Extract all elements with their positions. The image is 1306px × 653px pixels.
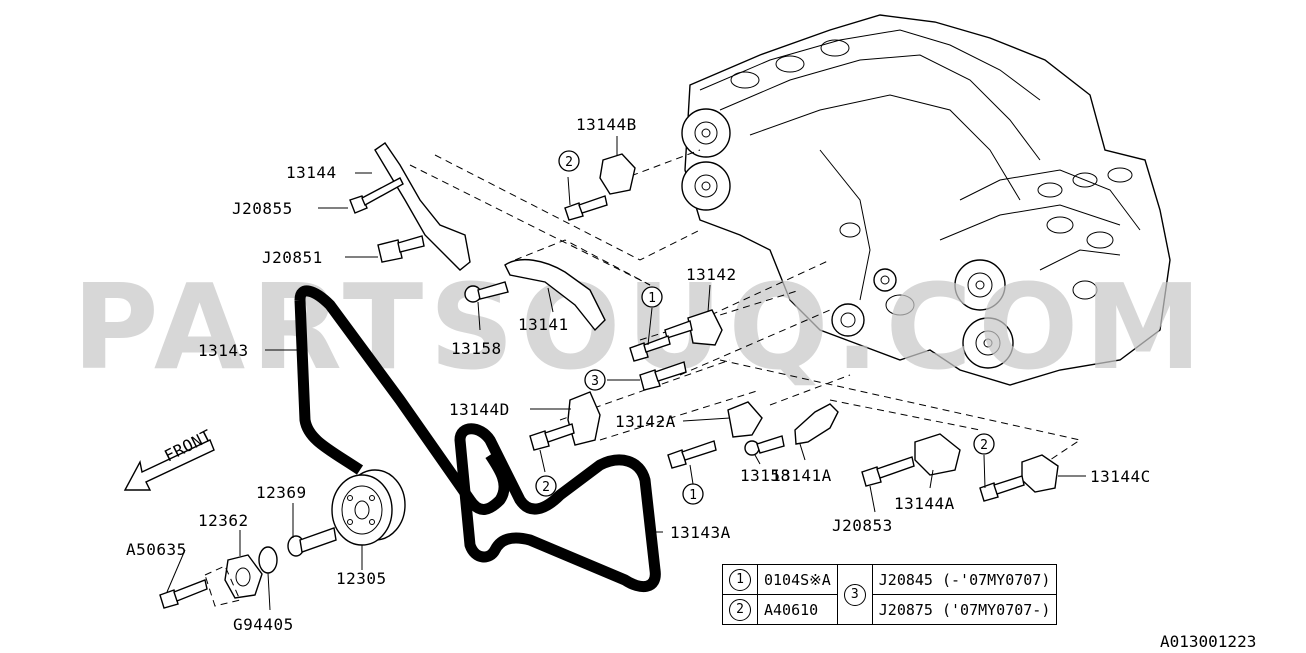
part-13144C — [1021, 454, 1059, 493]
label-13141A: 13141A — [771, 466, 832, 485]
label-13143: 13143 — [198, 341, 249, 360]
label-A50635: A50635 — [126, 540, 187, 559]
part-13142A — [727, 401, 763, 438]
svg-text:3: 3 — [591, 374, 599, 389]
watermark: PARTSOUQ.COM — [72, 258, 1208, 396]
reference-code: A013001223 — [1160, 632, 1257, 651]
bolt-callout-2b — [529, 423, 575, 451]
part-12305-crank-pulley — [331, 469, 406, 546]
svg-text:1: 1 — [689, 488, 697, 503]
bolt-callout-2c — [979, 475, 1025, 502]
label-13158-b: 13158 — [740, 466, 791, 485]
label-12305: 12305 — [336, 569, 387, 588]
legend-part-2: A40610 — [757, 594, 838, 625]
callout-2a: 2 — [558, 150, 580, 172]
part-13144A — [914, 433, 961, 476]
part-13158-bolt-b — [744, 435, 785, 456]
label-13158-a: 13158 — [451, 339, 502, 358]
svg-text:2: 2 — [980, 438, 988, 453]
part-12362 — [204, 554, 263, 607]
label-13144D: 13144D — [449, 400, 510, 419]
label-13144C: 13144C — [1090, 467, 1151, 486]
svg-text:1: 1 — [648, 291, 656, 306]
callout-1a: 1 — [641, 286, 663, 308]
part-12369 — [287, 527, 337, 557]
part-J20855-bolt — [349, 177, 404, 214]
timing-belt-13143 — [294, 285, 510, 515]
legend-part-3b: J20875 ('07MY0707-) — [871, 594, 1058, 625]
svg-text:2: 2 — [542, 480, 550, 495]
label-J20855: J20855 — [232, 199, 293, 218]
part-13141-arm — [504, 259, 606, 332]
cam-sprocket-right-upper — [954, 259, 1006, 311]
label-13144: 13144 — [286, 163, 337, 182]
cam-sprocket-left-upper — [681, 108, 731, 158]
cam-sprocket-left-lower — [681, 161, 731, 211]
label-J20851: J20851 — [262, 248, 323, 267]
legend-num-2: 2 — [722, 594, 758, 625]
legend-row-2: 2 A40610 J20875 ('07MY0707-) — [722, 594, 1058, 625]
cam-sprocket-right-lower — [962, 317, 1014, 369]
bolt-callout-2a — [564, 195, 608, 221]
legend-part-1: 0104S※A — [757, 564, 838, 595]
label-13144B: 13144B — [576, 115, 637, 134]
part-13144-bracket — [374, 142, 471, 271]
label-12362: 12362 — [198, 511, 249, 530]
label-13142A: 13142A — [615, 412, 676, 431]
part-J20853-bolt — [861, 456, 915, 487]
idler-pulley — [831, 268, 897, 337]
callout-1b: 1 — [682, 483, 704, 505]
label-13143A: 13143A — [670, 523, 731, 542]
bolt-callout-1b — [667, 440, 717, 469]
part-G94405-ring — [258, 546, 278, 574]
label-J20853: J20853 — [832, 516, 893, 535]
part-13158-bolt-a — [464, 281, 509, 303]
label-12369: 12369 — [256, 483, 307, 502]
label-13144A: 13144A — [894, 494, 955, 513]
bolt-callout-1a — [629, 335, 671, 362]
timing-belt-13143A — [454, 423, 661, 592]
engine-block — [684, 14, 1171, 386]
svg-text:2: 2 — [565, 155, 573, 170]
label-G94405: G94405 — [233, 615, 294, 634]
part-labels: 13144B 13144 J20855 J20851 13142 13143 1… — [126, 115, 1151, 634]
label-13141: 13141 — [518, 315, 569, 334]
callout-2c: 2 — [973, 433, 995, 455]
part-13144B — [599, 153, 636, 195]
label-13142: 13142 — [686, 265, 737, 284]
part-A50635-bolt — [159, 579, 208, 609]
part-13141A-arm — [794, 403, 839, 445]
legend-row-1: 1 0104S※A 3 J20845 (-'07MY0707) — [722, 564, 1058, 625]
part-13144D — [567, 391, 601, 446]
callout-3a: 3 — [584, 369, 606, 391]
front-arrow-icon — [123, 439, 215, 491]
legend-num-1: 1 — [722, 564, 758, 595]
callout-2b: 2 — [535, 475, 557, 497]
legend-part-3a: J20845 (-'07MY0707) — [871, 564, 1058, 595]
label-leaders — [166, 136, 1086, 611]
part-J20851-stud — [377, 235, 425, 263]
legend-table: 1 0104S※A 3 J20845 (-'07MY0707) 2 A40610… — [722, 564, 1058, 625]
bolt-callout-3 — [639, 361, 687, 391]
legend-num-3: 3 — [836, 564, 873, 625]
